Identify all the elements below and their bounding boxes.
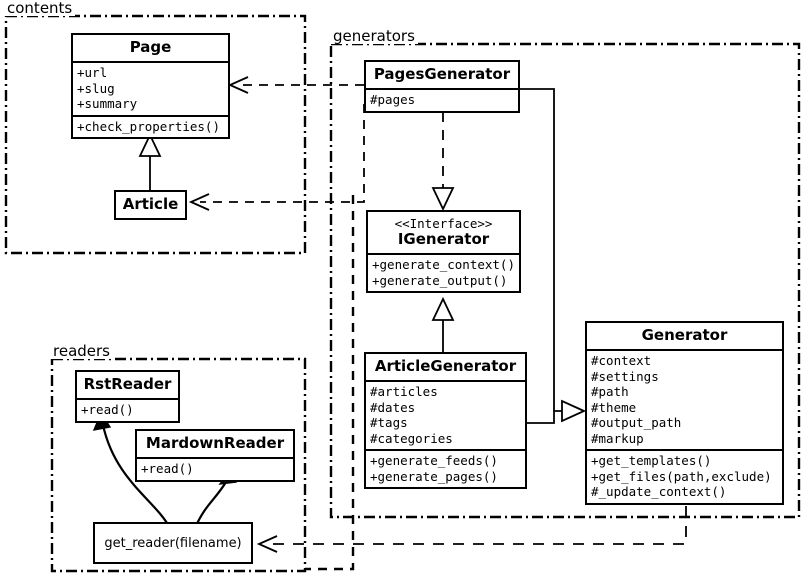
method: +read() xyxy=(141,461,194,476)
class-articlegenerator[interactable]: ArticleGenerator #articles #dates #tags … xyxy=(364,352,527,489)
package-label-generators: generators xyxy=(330,28,418,44)
class-page[interactable]: Page +url +slug +summary +check_properti… xyxy=(71,33,230,139)
attribute: #output_path xyxy=(591,415,682,430)
function-get-reader[interactable]: get_reader(filename) xyxy=(93,522,253,564)
attribute: +summary xyxy=(77,96,138,111)
class-generator-title: Generator xyxy=(641,326,728,344)
class-igenerator-title: <<Interface>> IGenerator xyxy=(368,212,519,253)
attribute: #theme xyxy=(591,399,637,415)
package-label-contents: contents xyxy=(4,0,76,16)
attribute: #categories xyxy=(370,430,453,446)
line-generator-to-getreader xyxy=(268,506,687,545)
method: #_update_context() xyxy=(591,484,727,499)
attribute: #tags xyxy=(370,415,408,430)
class-mardownreader-methods: +read() xyxy=(137,457,293,480)
attribute: +url xyxy=(77,65,108,80)
arrowhead-generalization-igenerator xyxy=(431,296,455,321)
method: +generate_pages() xyxy=(370,468,498,484)
class-igenerator-methods: +generate_context() +generate_output() xyxy=(368,253,519,291)
method: +generate_context() xyxy=(372,257,515,272)
class-rstreader-methods: +read() xyxy=(77,398,178,421)
arrowhead-generalization-generator xyxy=(561,399,587,423)
class-articlegenerator-methods: +generate_feeds() +generate_pages() xyxy=(366,449,525,487)
class-article[interactable]: Article xyxy=(114,190,187,220)
attribute: #markup xyxy=(591,430,644,446)
class-pagesgenerator-title: PagesGenerator xyxy=(373,65,511,83)
attribute: #articles xyxy=(370,384,438,399)
attribute: #settings xyxy=(591,368,659,384)
class-articlegenerator-title: ArticleGenerator xyxy=(374,357,517,375)
class-article-title: Article xyxy=(122,195,179,213)
method: +generate_feeds() xyxy=(370,453,498,468)
class-articlegenerator-attributes: #articles #dates #tags #categories xyxy=(366,380,525,449)
class-igenerator-stereotype: <<Interface>> xyxy=(394,216,493,231)
method: +get_files(path,exclude) xyxy=(591,468,772,484)
method: +read() xyxy=(81,402,134,417)
class-igenerator-name: IGenerator xyxy=(397,230,490,248)
class-pagesgenerator[interactable]: PagesGenerator #pages xyxy=(364,60,520,113)
class-mardownreader[interactable]: MardownReader +read() xyxy=(135,429,295,482)
class-pagesgenerator-attributes: #pages xyxy=(366,88,518,111)
package-frame-inner-dashed xyxy=(305,195,355,571)
attribute: #pages xyxy=(370,92,416,107)
attribute: #context xyxy=(591,353,652,368)
arrowhead-realization-igenerator xyxy=(431,187,455,212)
attribute: +slug xyxy=(77,80,115,96)
class-page-methods: +check_properties() xyxy=(73,114,228,138)
method: +check_properties() xyxy=(77,118,220,134)
class-generator-methods: +get_templates() +get_files(path,exclude… xyxy=(587,449,782,503)
attribute: #dates xyxy=(370,399,416,415)
arrowhead-dependency-page xyxy=(227,76,249,94)
function-get-reader-label: get_reader(filename) xyxy=(104,535,242,551)
class-igenerator[interactable]: <<Interface>> IGenerator +generate_conte… xyxy=(366,210,521,293)
class-page-attributes: +url +slug +summary xyxy=(73,61,228,115)
arrowhead-dependency-getreader xyxy=(256,535,278,553)
method: +generate_output() xyxy=(372,272,508,288)
line-articlegenerator-to-generator xyxy=(527,410,562,424)
class-rstreader[interactable]: RstReader +read() xyxy=(75,370,180,423)
class-generator-attributes: #context #settings #path #theme #output_… xyxy=(587,349,782,449)
package-label-readers: readers xyxy=(50,343,113,359)
class-mardownreader-title: MardownReader xyxy=(145,434,285,452)
class-generator[interactable]: Generator #context #settings #path #them… xyxy=(585,321,784,505)
arrowhead-dependency-article xyxy=(188,193,210,211)
class-page-title: Page xyxy=(129,38,172,56)
attribute: #path xyxy=(591,384,629,399)
class-rstreader-title: RstReader xyxy=(83,375,172,393)
method: +get_templates() xyxy=(591,453,712,468)
